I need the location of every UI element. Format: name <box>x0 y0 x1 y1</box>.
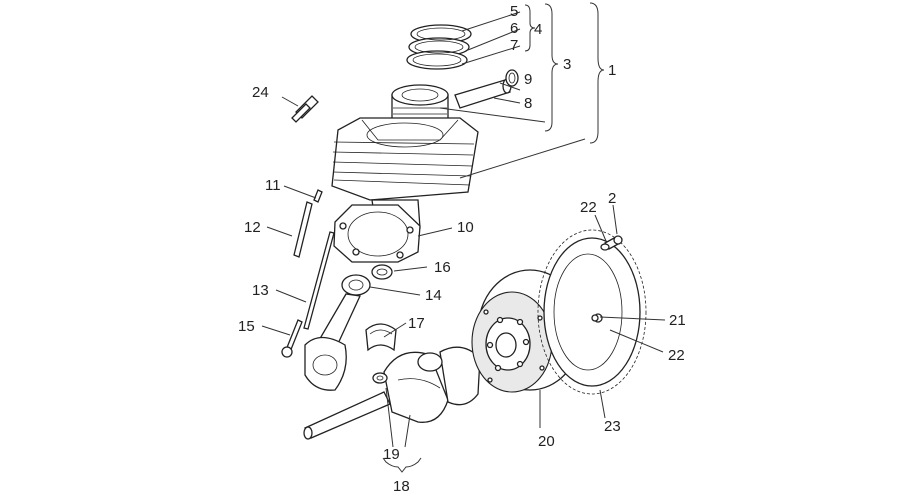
label-19: 19 <box>383 446 400 463</box>
label-14: 14 <box>425 287 442 304</box>
grouping-brackets <box>382 2 605 473</box>
crankshaft <box>303 343 506 440</box>
label-22-upper: 22 <box>580 199 597 216</box>
label-2: 2 <box>608 190 616 207</box>
connecting-rod <box>304 274 371 391</box>
label-8: 8 <box>524 95 532 112</box>
circlip <box>505 69 519 87</box>
cylinder-base-gasket <box>333 204 421 263</box>
label-18: 18 <box>393 478 410 494</box>
dowel <box>291 95 319 123</box>
label-17: 17 <box>408 315 425 332</box>
bushing <box>371 264 393 280</box>
piston-pin <box>454 78 512 109</box>
label-9: 9 <box>524 71 532 88</box>
label-13: 13 <box>252 282 269 299</box>
label-1: 1 <box>608 62 616 79</box>
piston-rings <box>406 24 472 70</box>
label-10: 10 <box>457 219 474 236</box>
part-number-labels: 5 6 7 4 3 1 9 8 24 11 12 10 16 14 13 15 … <box>238 3 686 494</box>
label-20: 20 <box>538 433 555 450</box>
label-3: 3 <box>563 56 571 73</box>
crankpin-bushings <box>372 372 388 384</box>
label-12: 12 <box>244 219 261 236</box>
label-24: 24 <box>252 84 269 101</box>
label-6: 6 <box>510 20 518 37</box>
label-16: 16 <box>434 259 451 276</box>
ring-gear <box>537 229 647 395</box>
label-22-lower: 22 <box>668 347 685 364</box>
bearing-shells <box>365 323 397 352</box>
screw <box>281 319 303 358</box>
label-23: 23 <box>604 418 621 435</box>
label-7: 7 <box>510 37 518 54</box>
label-21: 21 <box>669 312 686 329</box>
label-4: 4 <box>534 21 542 38</box>
leader-lines <box>261 11 666 448</box>
label-11: 11 <box>265 177 281 194</box>
label-5: 5 <box>510 3 518 20</box>
label-15: 15 <box>238 318 255 335</box>
stud-bolts <box>293 189 335 330</box>
bolts <box>591 235 623 322</box>
